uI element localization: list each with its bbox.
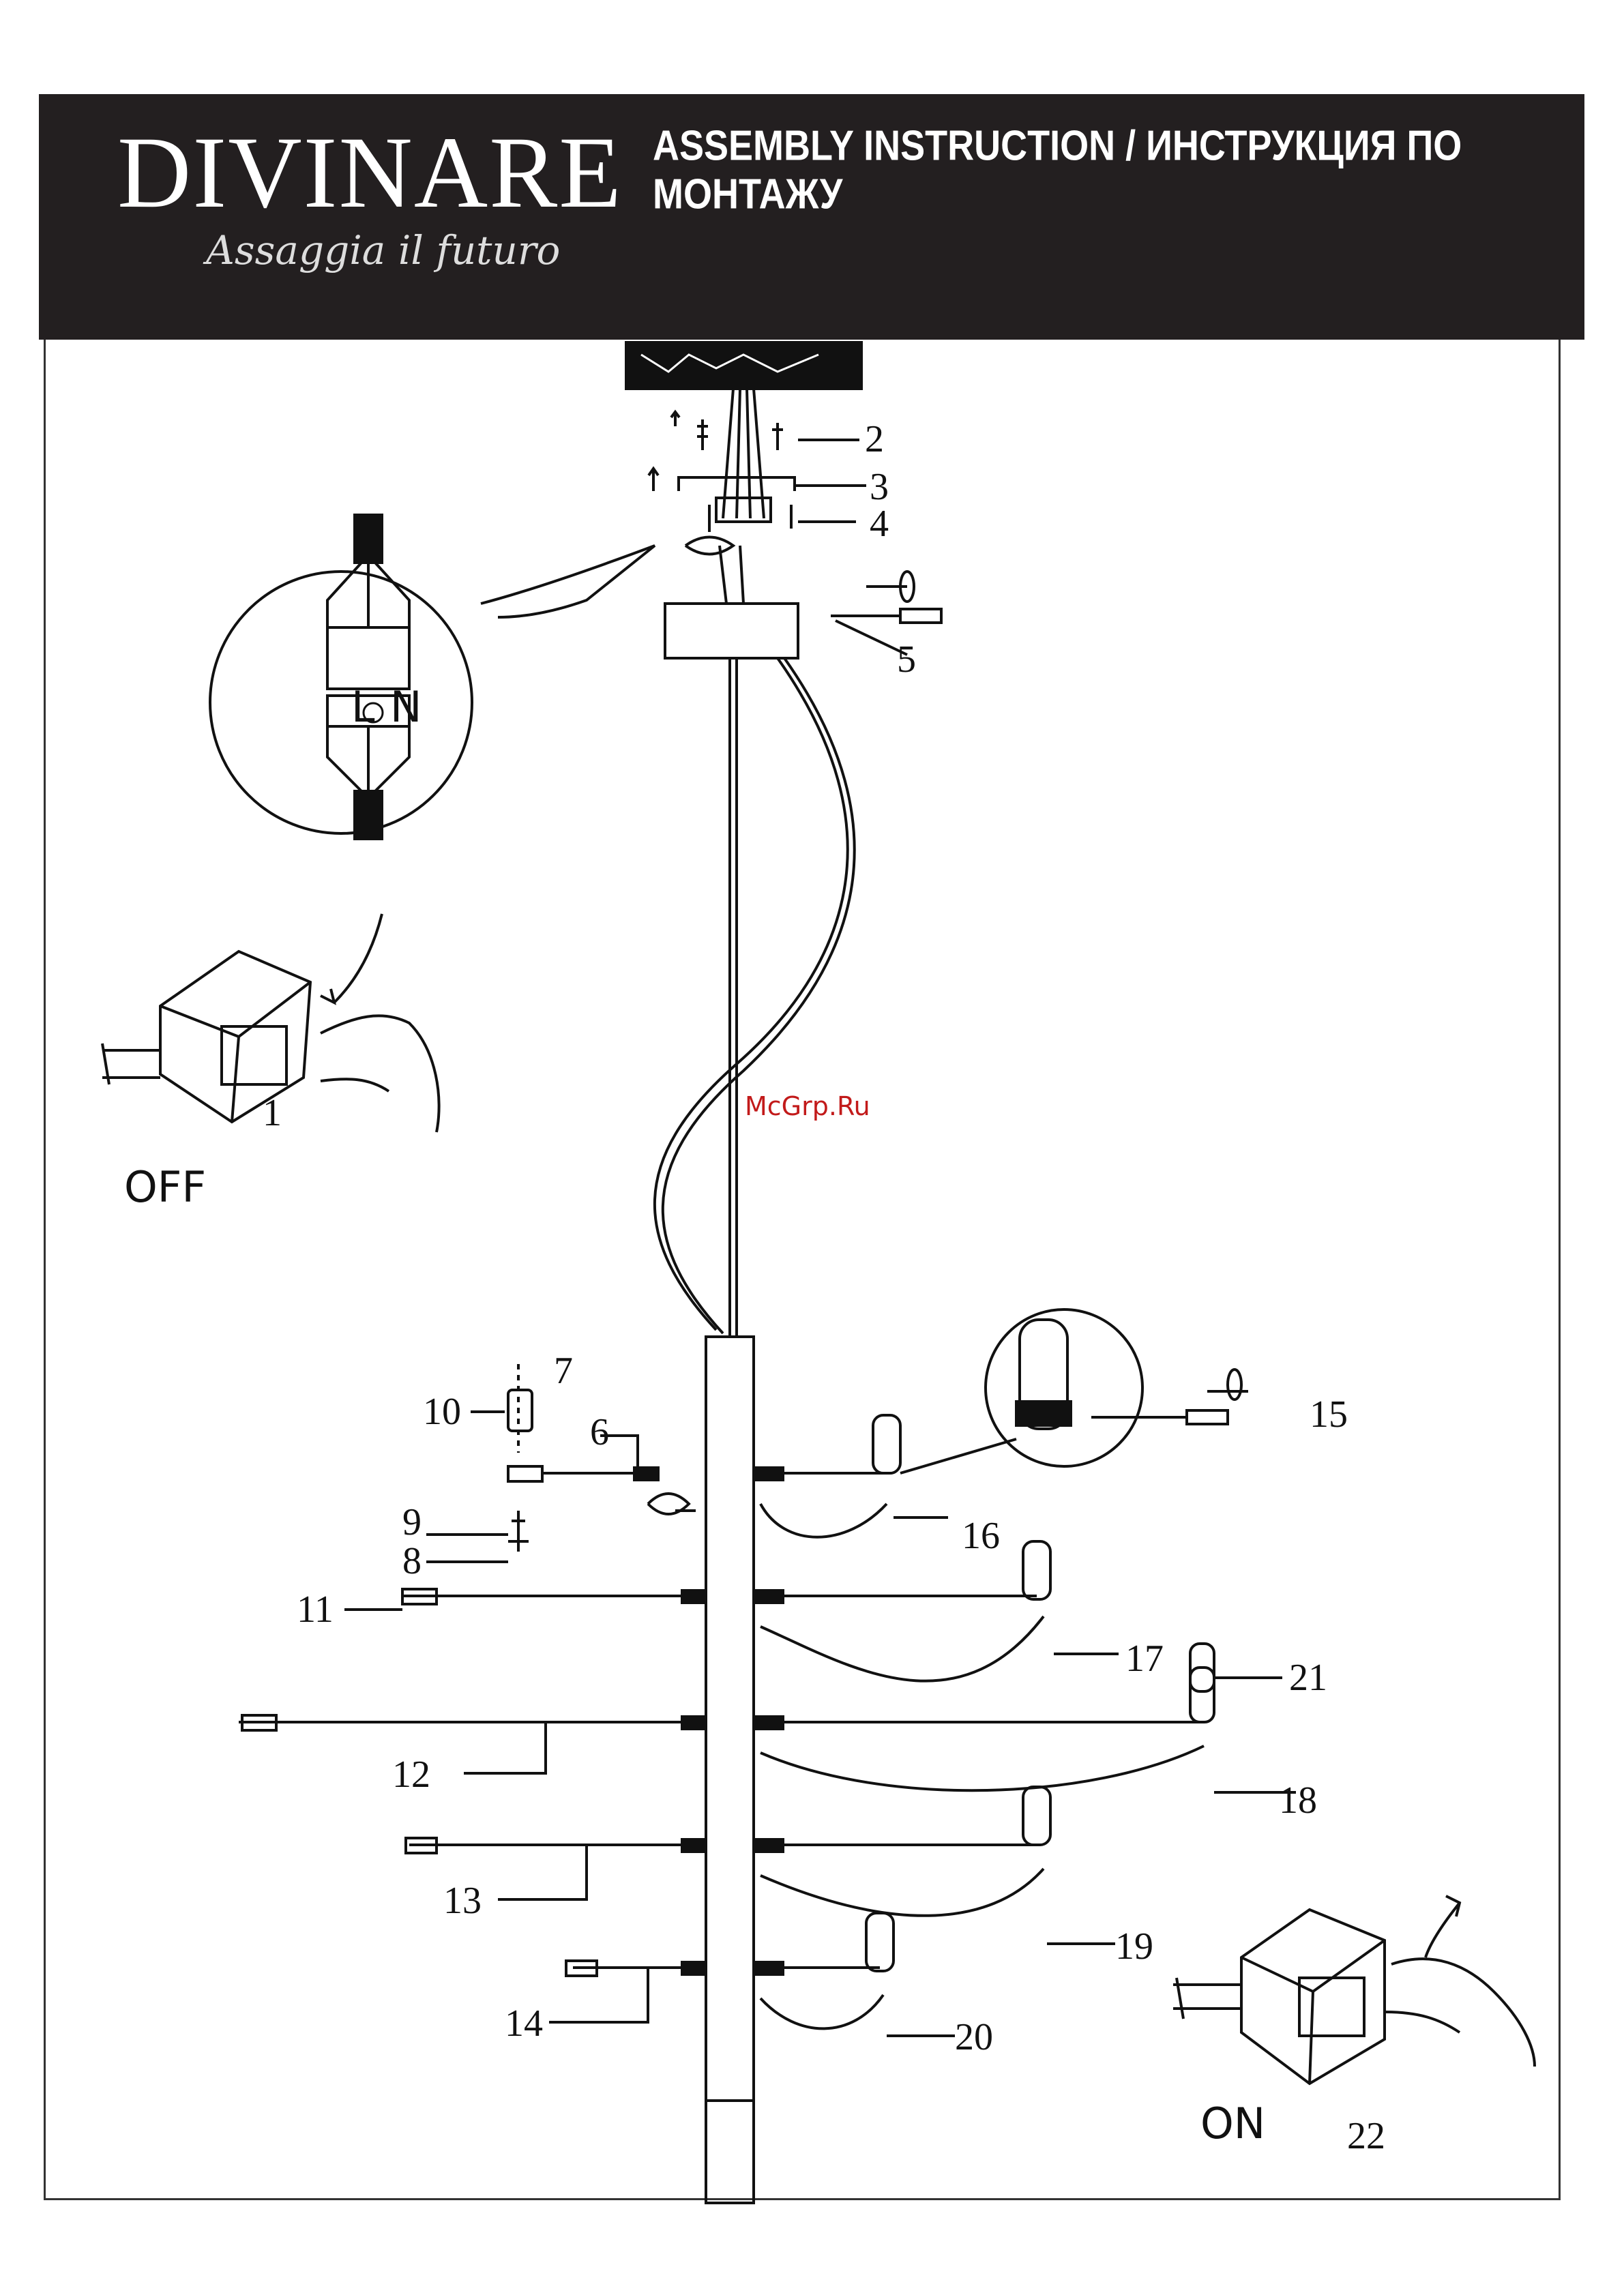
terminal-l-label: L (351, 682, 375, 732)
callout-3: 3 (870, 466, 889, 508)
suspension-rod (730, 658, 737, 1337)
callout-labels: 2 3 4 5 6 7 8 9 10 11 12 13 14 15 16 17 … (297, 418, 1348, 2058)
switch-off-step: 1 (263, 1092, 282, 1134)
callout-9: 9 (402, 1501, 422, 1543)
ceiling-plate (626, 342, 861, 389)
callout-6: 6 (590, 1411, 609, 1453)
screw-icon (671, 412, 708, 450)
callout-13: 13 (443, 1880, 482, 1922)
bulb-detail-circle (986, 1309, 1142, 1466)
callout-15: 15 (1310, 1393, 1348, 1436)
callout-12: 12 (392, 1753, 430, 1796)
callout-17: 17 (1125, 1638, 1164, 1680)
callout-4: 4 (870, 503, 889, 545)
callout-16: 16 (962, 1515, 1000, 1557)
switch-on-label: ON (1200, 2099, 1265, 2148)
arms (239, 1473, 1200, 1968)
power-cable (655, 658, 848, 1330)
callout-19: 19 (1115, 1925, 1153, 1968)
callout-20: 20 (955, 2016, 993, 2058)
callout-8: 8 (402, 1540, 422, 1582)
callout-2: 2 (865, 418, 884, 460)
callout-11: 11 (297, 1588, 334, 1631)
switch-on-step: 22 (1347, 2115, 1385, 2157)
terminal-n-label: N (390, 682, 422, 732)
callout-18: 18 (1279, 1779, 1317, 1822)
callout-14: 14 (505, 2002, 543, 2045)
lamp-column (706, 1337, 754, 2203)
switch-off-label: OFF (124, 1162, 206, 1212)
callout-7: 7 (554, 1350, 573, 1392)
terminal-detail-circle (210, 572, 472, 833)
hand-icon (321, 1016, 439, 1132)
bulb-icon (866, 1415, 1214, 1971)
watermark-text: McGrp.Ru (745, 1091, 870, 1121)
canopy (665, 604, 798, 658)
callout-10: 10 (423, 1391, 461, 1433)
callout-5: 5 (897, 638, 916, 681)
callout-21: 21 (1289, 1657, 1327, 1699)
